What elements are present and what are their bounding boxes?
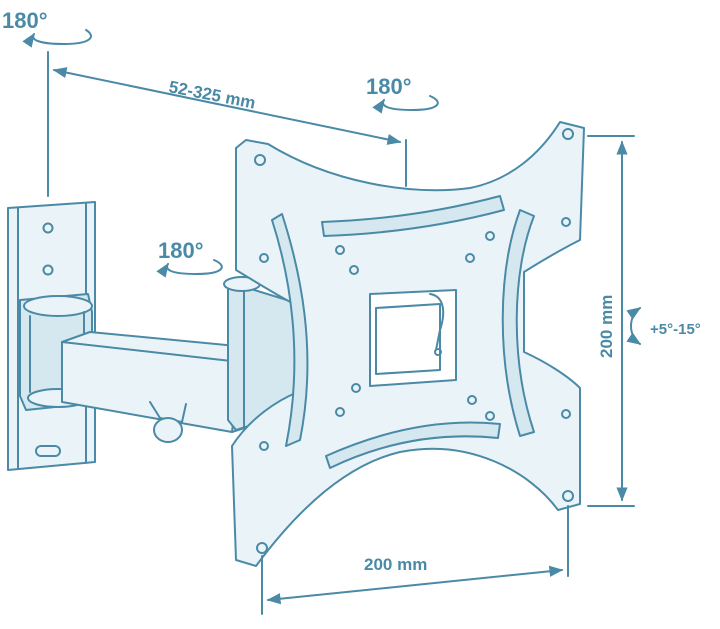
tilt-arrow-icon — [626, 307, 642, 345]
right-slot — [501, 209, 535, 437]
upper-slot — [321, 195, 505, 237]
wall-slot — [35, 445, 61, 457]
arm-extension-label: 52-325 mm — [167, 77, 257, 112]
lower-slot — [325, 421, 501, 469]
mount-hole — [335, 407, 345, 417]
vesa-height-label: 200 mm — [597, 295, 616, 358]
mount-hole — [349, 265, 359, 275]
mount-hole — [335, 245, 345, 255]
tilt-label: +5°-15° — [650, 321, 701, 338]
side-hole — [259, 441, 269, 451]
wall-screw-hole — [42, 264, 54, 276]
mount-hole — [351, 383, 361, 393]
rotation-arrow-icon — [22, 29, 92, 48]
side-hole — [561, 409, 571, 419]
vesa-width-label: 200 mm — [364, 555, 427, 574]
corner-hole — [256, 542, 268, 554]
mount-hole — [485, 231, 495, 241]
dimension-arm-extension — [47, 51, 407, 197]
rotation-arrow-icon — [156, 259, 223, 278]
mount-hole — [465, 253, 475, 263]
corner-hole — [562, 490, 574, 502]
rotation-arrow-icon — [372, 95, 439, 114]
vesa-plate — [231, 121, 585, 567]
center-bracket — [369, 289, 457, 387]
left-slot — [271, 213, 309, 447]
side-hole — [259, 253, 269, 263]
mount-hole — [485, 411, 495, 421]
dimension-width — [261, 505, 569, 615]
dimension-height — [587, 135, 635, 507]
wall-screw-hole — [42, 222, 54, 234]
rotation-arm-label: 180° — [158, 238, 204, 263]
corner-hole — [254, 154, 266, 166]
side-hole — [561, 217, 571, 227]
rotation-top-label: 180° — [366, 74, 412, 99]
corner-hole — [562, 128, 574, 140]
mount-hole — [467, 395, 477, 405]
rotation-wall-label: 180° — [2, 8, 48, 33]
